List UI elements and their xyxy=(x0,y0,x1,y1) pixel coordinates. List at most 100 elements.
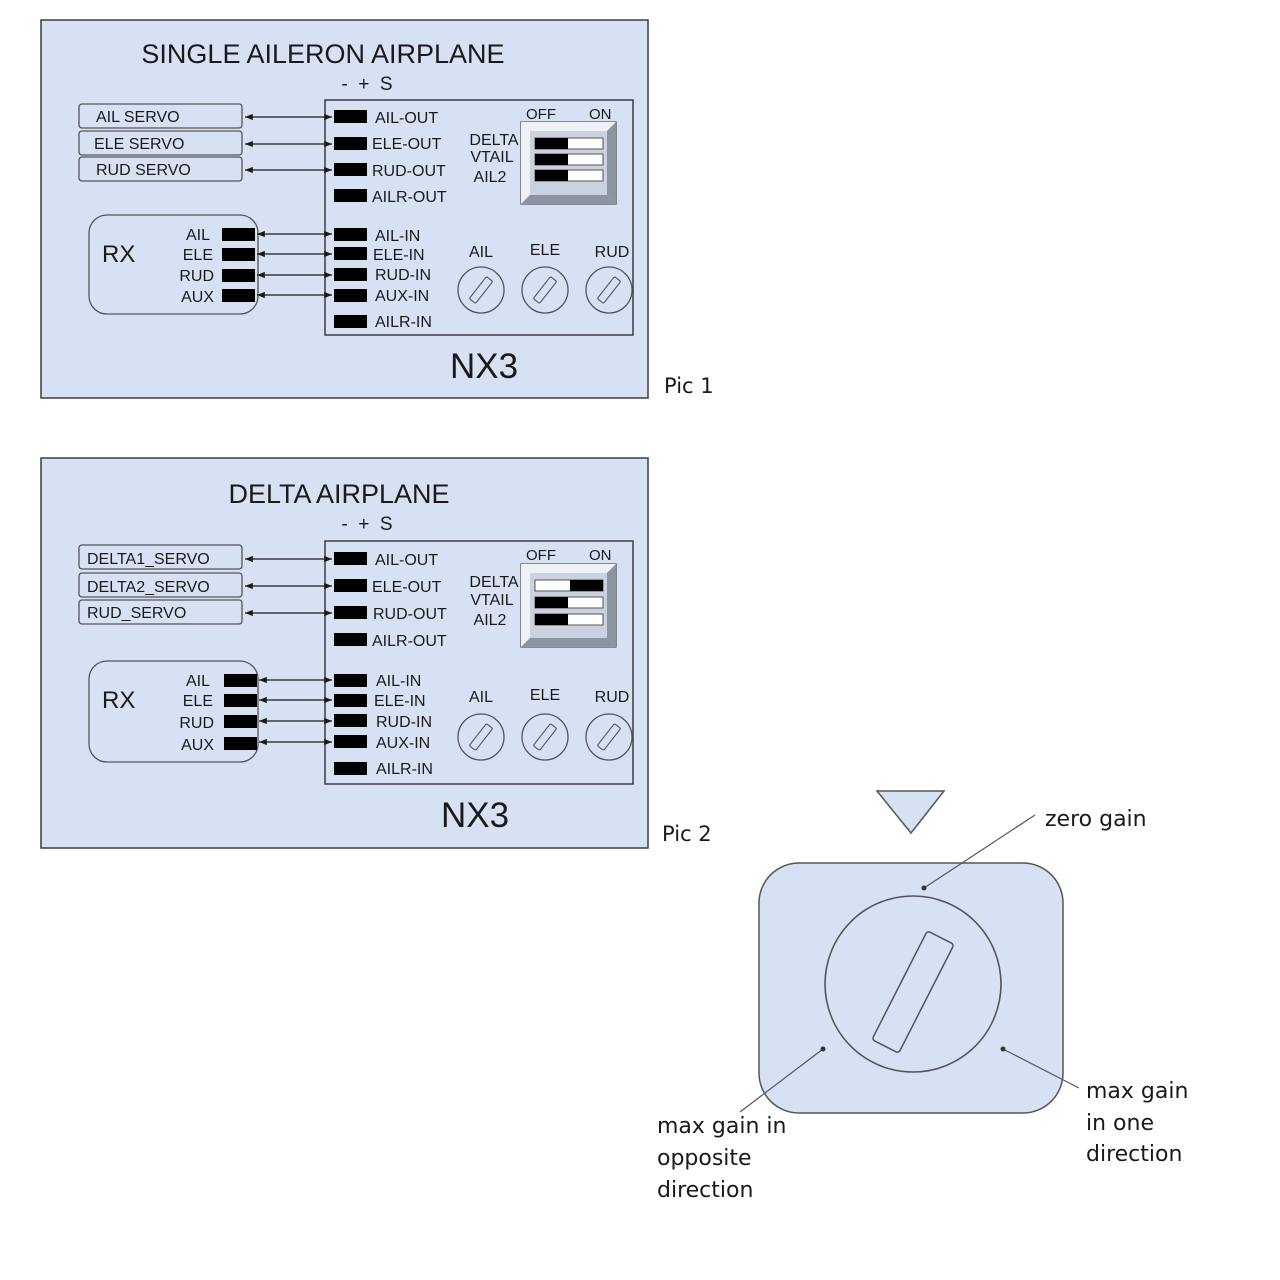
max-gain-opposite-label: max gain in opposite direction xyxy=(657,1114,793,1203)
switch-label: DELTA xyxy=(469,574,519,591)
diagram-title: DELTA AIRPLANE xyxy=(228,479,449,509)
zero-gain-label: zero gain xyxy=(1045,807,1147,832)
switch-slider xyxy=(535,170,568,181)
output-ports: AIL-OUT ELE-OUT RUD-OUT AILR-OUT xyxy=(334,110,447,206)
pin-connector xyxy=(334,163,367,176)
switch-label: AIL2 xyxy=(474,612,507,629)
switch-off-label: OFF xyxy=(526,106,556,123)
knob-label: AIL xyxy=(469,244,493,261)
switch-on-label: ON xyxy=(589,106,612,123)
pin-connector xyxy=(334,714,367,727)
switch-bevel xyxy=(521,638,616,647)
gain-knobs: AIL ELE RUD xyxy=(457,687,633,761)
switch-off-label: OFF xyxy=(526,547,556,564)
port-label: RUD-OUT xyxy=(373,606,447,623)
rx-label: RX xyxy=(102,687,135,714)
switch-label: AIL2 xyxy=(474,169,507,186)
switch-slider xyxy=(535,154,568,165)
callout-line xyxy=(923,814,1036,889)
servo-label: DELTA2_SERVO xyxy=(87,579,210,596)
diagram-single-aileron: SINGLE AILERON AIRPLANE - + S NX3 Pic 1 … xyxy=(40,19,714,399)
switch-bevel xyxy=(521,564,530,647)
rx-channel-label: RUD xyxy=(179,715,214,732)
servo-label: RUD_SERVO xyxy=(87,605,186,622)
switch-slider xyxy=(535,597,568,608)
figure-caption: Pic 1 xyxy=(664,374,714,398)
gain-knob-icon xyxy=(457,713,505,761)
pin-header: - + S xyxy=(341,514,392,535)
port-label: AUX-IN xyxy=(376,735,430,752)
dip-switch: OFF ON DELTA VTAIL AIL2 xyxy=(469,106,617,205)
pin-connector xyxy=(334,228,367,241)
gain-knob-icon xyxy=(521,266,569,314)
servo-box xyxy=(78,156,243,182)
switch-slider xyxy=(535,138,568,149)
port-label: ELE-OUT xyxy=(372,136,442,153)
pin-connector xyxy=(334,606,367,619)
servo-box xyxy=(78,544,243,570)
pointer-triangle-icon xyxy=(875,790,946,835)
servo-list: DELTA1_SERVO DELTA2_SERVO RUD_SERVO xyxy=(78,544,243,625)
max-gain-one-label: max gain in one direction xyxy=(1086,1079,1195,1167)
pin-connector xyxy=(334,315,367,328)
diagram-delta: DELTA AIRPLANE - + S NX3 Pic 2 DELTA1_SE… xyxy=(40,457,712,849)
rx-channel-label: AIL xyxy=(186,673,210,690)
pin-connector xyxy=(334,137,367,150)
device-label: NX3 xyxy=(450,347,518,386)
switch-bevel xyxy=(521,195,616,204)
pin-connector xyxy=(334,694,367,707)
port-label: AILR-OUT xyxy=(372,189,447,206)
output-ports: AIL-OUT ELE-OUT RUD-OUT AILR-OUT xyxy=(334,552,447,650)
switch-label: VTAIL xyxy=(470,149,513,166)
switch-slider xyxy=(570,580,603,591)
servo-label: AIL SERVO xyxy=(96,109,180,126)
callout-dot xyxy=(921,885,927,891)
pin-connector xyxy=(224,737,257,750)
callout-dot xyxy=(820,1046,826,1052)
rx-box xyxy=(88,660,259,763)
figure-caption: Pic 2 xyxy=(662,822,712,846)
switch-slider xyxy=(535,614,568,625)
pin-connector xyxy=(334,552,367,565)
pin-connector xyxy=(222,228,255,241)
port-label: AUX-IN xyxy=(375,288,429,305)
port-label: AIL-IN xyxy=(375,228,420,245)
rx-channels: AIL ELE RUD AUX xyxy=(179,673,257,754)
port-label: RUD-OUT xyxy=(372,163,446,180)
servo-box xyxy=(78,130,243,156)
gain-knob-icon xyxy=(521,713,569,761)
device-label: NX3 xyxy=(441,796,509,835)
pin-connector xyxy=(334,762,367,775)
pin-connector xyxy=(222,289,255,302)
pot-slot xyxy=(872,931,954,1053)
servo-label: DELTA1_SERVO xyxy=(87,551,210,568)
callout-dot xyxy=(1000,1046,1006,1052)
pin-connector xyxy=(334,247,367,260)
knob-label: AIL xyxy=(469,689,493,706)
diagram-title: SINGLE AILERON AIRPLANE xyxy=(141,39,504,69)
port-label: AIL-IN xyxy=(376,673,421,690)
gain-knob-icon xyxy=(585,713,633,761)
pin-connector xyxy=(334,674,367,687)
switch-bevel xyxy=(607,564,616,647)
port-label: AILR-IN xyxy=(375,314,432,331)
input-ports: AIL-IN ELE-IN RUD-IN AUX-IN AILR-IN xyxy=(334,673,433,778)
servo-label: RUD SERVO xyxy=(96,162,191,179)
gain-pot-detail: zero gain max gain in opposite direction… xyxy=(657,790,1195,1203)
port-label: AIL-OUT xyxy=(375,110,438,127)
callout-line xyxy=(1002,1048,1080,1089)
gain-knob-icon xyxy=(457,266,505,314)
knob-label: ELE xyxy=(530,687,560,704)
rx-channel-label: RUD xyxy=(179,268,214,285)
pin-header: - + S xyxy=(341,74,392,95)
pin-connector xyxy=(224,694,257,707)
port-label: ELE-IN xyxy=(373,247,425,264)
switch-label: DELTA xyxy=(469,132,519,149)
servo-label: ELE SERVO xyxy=(94,136,184,153)
servo-list: AIL SERVO ELE SERVO RUD SERVO xyxy=(78,103,243,182)
servo-box xyxy=(78,572,243,598)
pin-connector xyxy=(224,715,257,728)
gain-knob-icon xyxy=(585,266,633,314)
rx-channel-label: ELE xyxy=(183,247,213,264)
